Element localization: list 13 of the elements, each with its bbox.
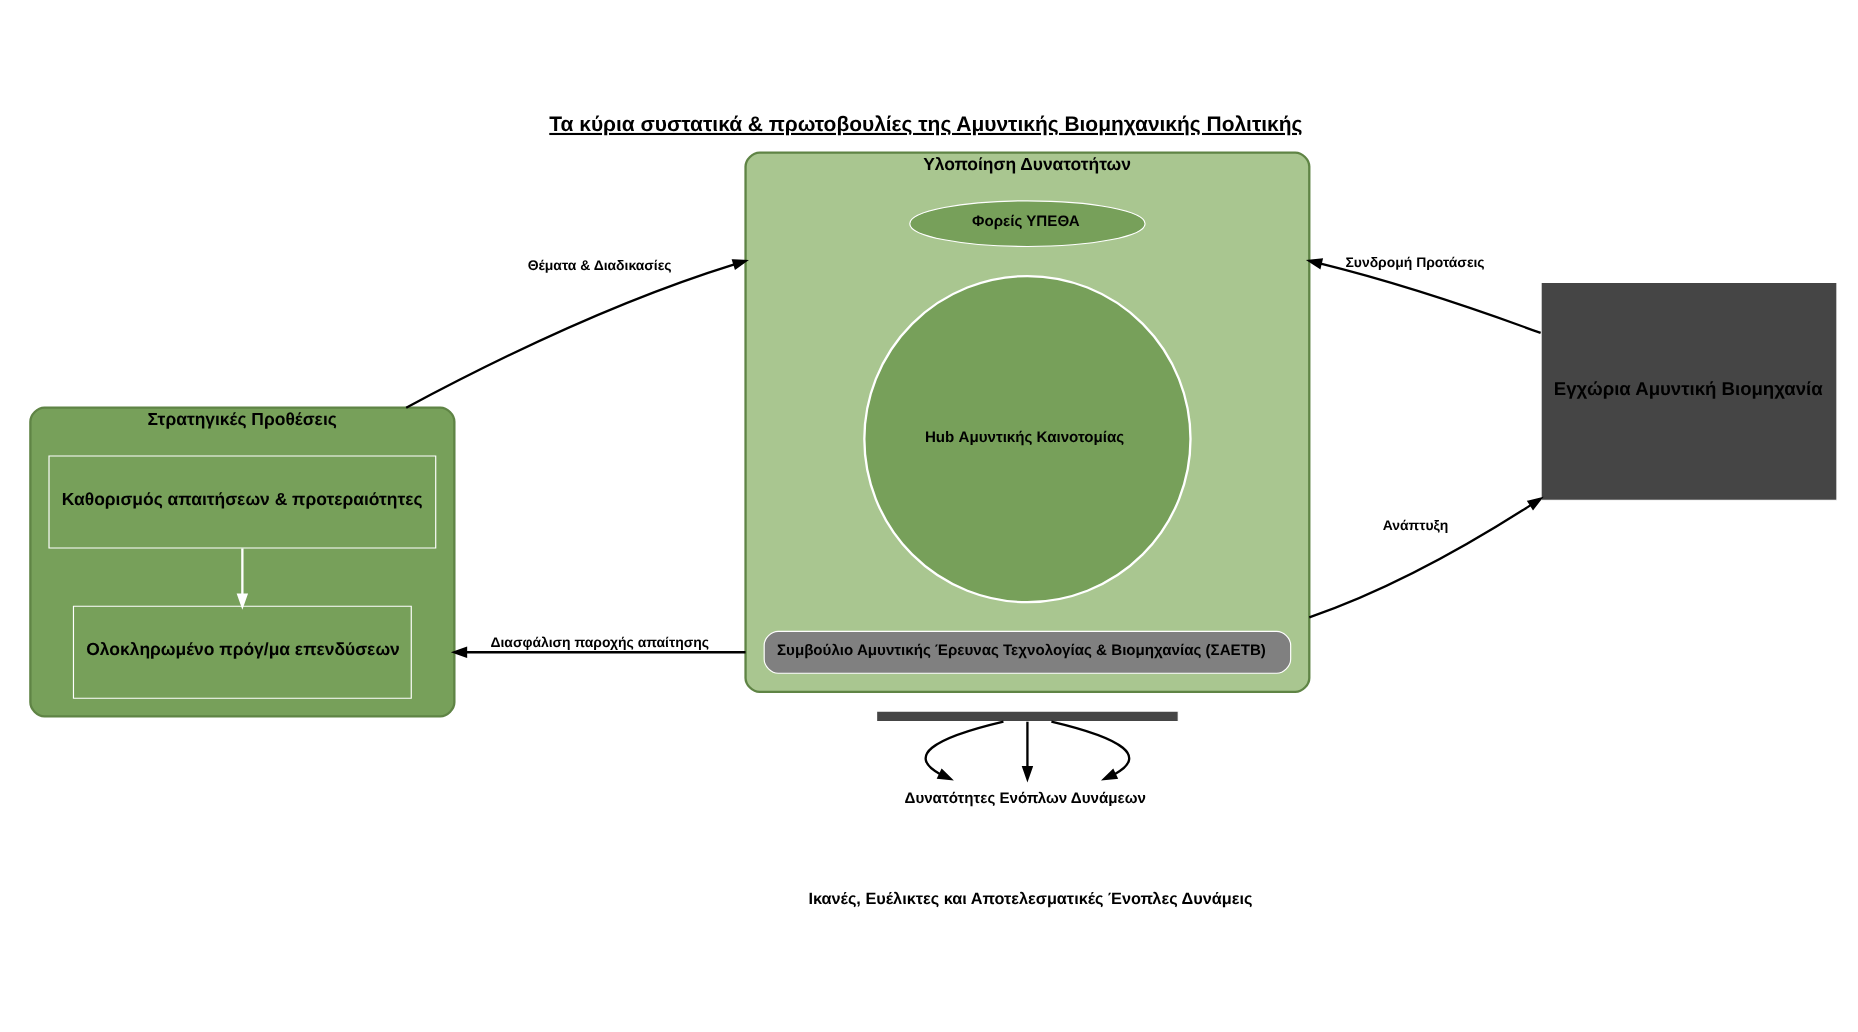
node-box: Καθορισμός απαιτήσεων & προτεραιότητες bbox=[48, 455, 437, 549]
arrow bbox=[1308, 496, 1544, 619]
arrow bbox=[450, 646, 746, 658]
node-box: Εγχώρια Αμυντική Βιομηχανία bbox=[1540, 281, 1838, 501]
arrow bbox=[405, 259, 749, 409]
arrow bbox=[1021, 721, 1034, 783]
arrow bbox=[1305, 258, 1542, 335]
node-bar bbox=[876, 710, 1179, 723]
arrow bbox=[1051, 720, 1131, 781]
node-box: Ολοκληρωμένο πρόγ/μα επενδύσεων bbox=[72, 605, 412, 699]
arrow bbox=[924, 720, 1004, 781]
diagram-title: Τα κύρια συστατικά & πρωτοβουλίες της Αμυντικής Βιομηχανικής Πολιτικής bbox=[549, 114, 1303, 137]
arrow bbox=[236, 548, 249, 610]
